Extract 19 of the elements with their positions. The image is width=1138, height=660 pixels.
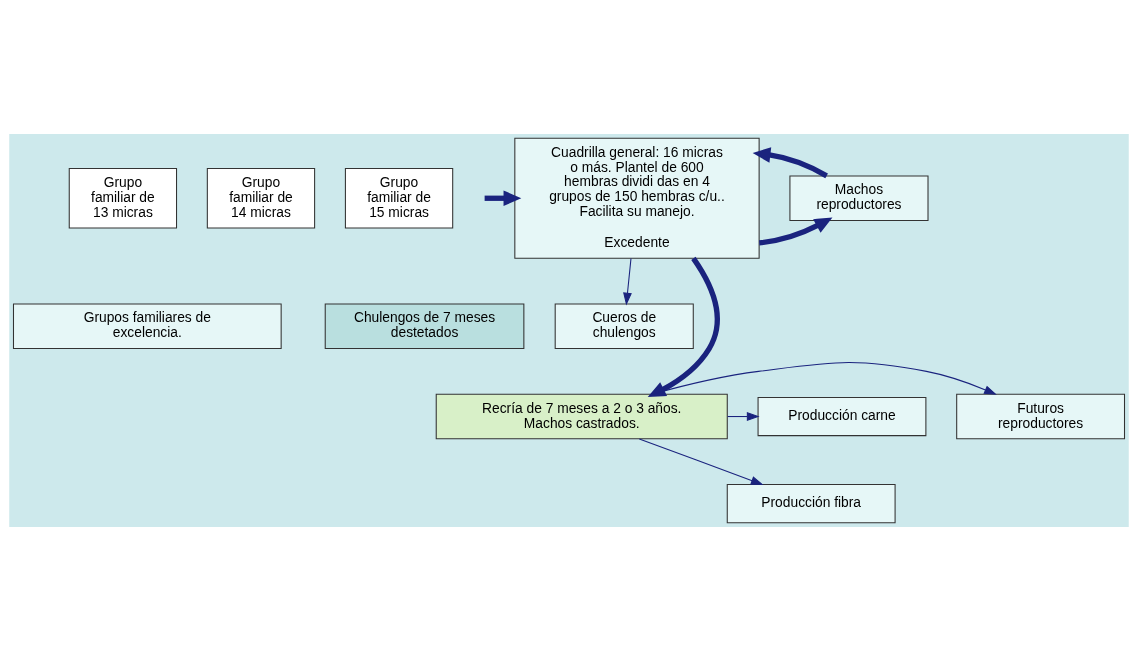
node-box: Producción carne bbox=[757, 396, 927, 436]
node-box: Machos reproductores bbox=[789, 174, 929, 221]
node-box: Recría de 7 meses a 2 o 3 años. Machos castrados. bbox=[435, 393, 728, 439]
node-box: Producción fibra bbox=[726, 483, 896, 523]
node-box: Chulengos de 7 meses destetados bbox=[324, 302, 525, 349]
node-box: Cuadrilla general: 16 micras o más. Plantel de 600 hembras dividi das en 4 grupos de 150 hembras c/u.. Facilita su manejo. Excedente bbox=[514, 137, 760, 259]
node-box: Grupo familiar de 15 micras bbox=[344, 167, 454, 229]
node-box: Futuros reproductores bbox=[956, 393, 1126, 439]
node-box: Grupo familiar de 14 micras bbox=[206, 167, 316, 229]
arrow bbox=[623, 257, 632, 305]
node-box: Cueros de chulengos bbox=[554, 302, 694, 349]
arrow bbox=[752, 146, 828, 178]
node-box: Grupo familiar de 13 micras bbox=[68, 167, 178, 229]
arrow bbox=[727, 411, 760, 421]
arrow bbox=[638, 437, 764, 485]
node-box: Grupos familiares de excelencia. bbox=[12, 302, 282, 349]
arrow bbox=[758, 217, 833, 245]
arrow bbox=[647, 256, 720, 397]
arrow bbox=[484, 189, 522, 206]
